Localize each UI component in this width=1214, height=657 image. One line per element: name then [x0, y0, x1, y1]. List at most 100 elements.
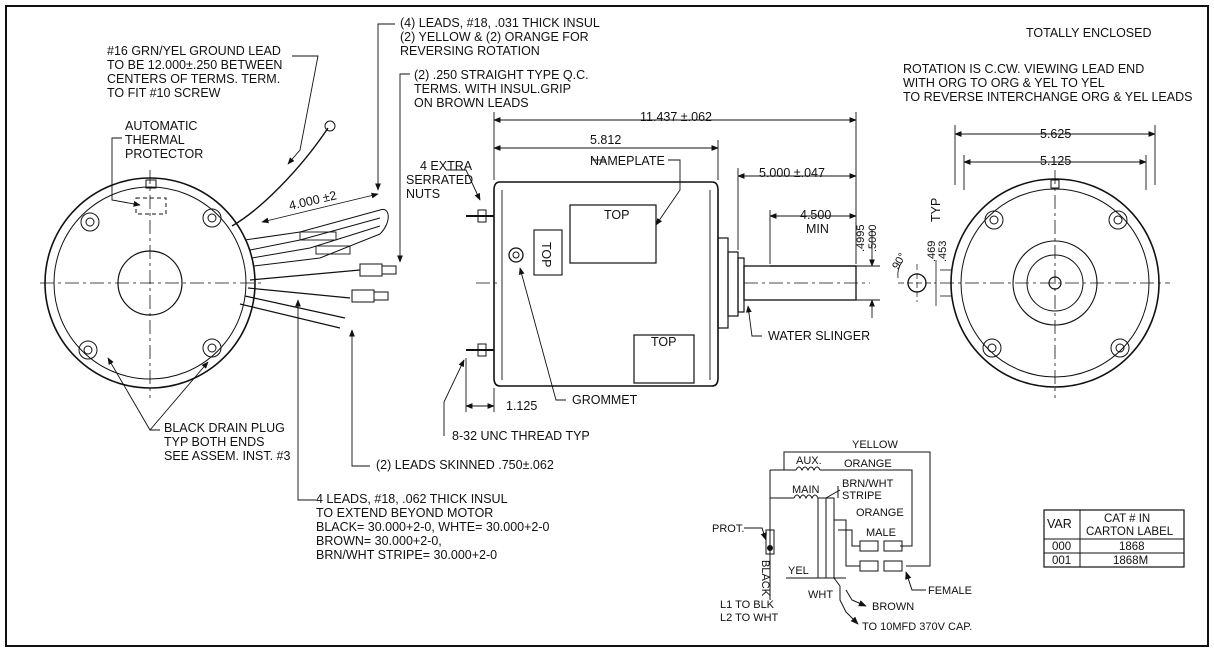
- svg-text:(2) YELLOW & (2) ORANGE FOR: (2) YELLOW & (2) ORANGE FOR: [400, 30, 589, 44]
- svg-text:REVERSING ROTATION: REVERSING ROTATION: [400, 44, 540, 58]
- mount-ear-rt-br: [1110, 338, 1130, 358]
- mount-ear-rt-bl: [982, 338, 1002, 358]
- svg-text:4 LEADS, #18, .062 THICK INSUL: 4 LEADS, #18, .062 THICK INSUL: [316, 492, 508, 506]
- note-totally-enclosed: TOTALLY ENCLOSED: [1026, 26, 1152, 40]
- wire-main: MAIN: [792, 484, 820, 496]
- svg-text:#16 GRN/YEL GROUND LEAD: #16 GRN/YEL GROUND LEAD: [107, 44, 281, 58]
- svg-text:SERRATED: SERRATED: [406, 173, 473, 187]
- table-header-carton: CARTON LABEL: [1086, 526, 1174, 538]
- dim-end-outer: 5.625: [1040, 127, 1071, 141]
- dim-min-label: MIN: [806, 222, 829, 236]
- table-row-0-cat: 1868: [1119, 541, 1145, 553]
- wire-aux: AUX.: [796, 455, 822, 467]
- lead-length-dim: 4.000 ±2: [261, 188, 379, 224]
- svg-text:TO FIT #10 SCREW: TO FIT #10 SCREW: [107, 86, 221, 100]
- svg-text:BRN/WHT STRIPE= 30.000+2-0: BRN/WHT STRIPE= 30.000+2-0: [316, 548, 497, 562]
- svg-text:TYP BOTH ENDS: TYP BOTH ENDS: [164, 435, 264, 449]
- callout-thread: 8-32 UNC THREAD TYP: [452, 429, 590, 443]
- table-row-1-var: 001: [1052, 555, 1071, 567]
- wire-orange: ORANGE: [844, 458, 892, 470]
- mount-ear-br: [202, 338, 222, 358]
- wire-female: FEMALE: [928, 585, 972, 597]
- dim-end-inner: 5.125: [1040, 154, 1071, 168]
- table-row-1-cat: 1868M: [1113, 555, 1148, 567]
- dim-dia2: .5000: [867, 224, 879, 252]
- grommet-shape: [508, 247, 524, 263]
- callout-ground-lead: #16 GRN/YEL GROUND LEAD TO BE 12.000±.25…: [107, 44, 282, 100]
- mount-ear-rt-tl: [984, 210, 1004, 230]
- dim-shaft: 5.000 ±.047: [759, 166, 825, 180]
- top-box-bottom: [633, 334, 695, 384]
- callout-thermal: AUTOMATIC THERMAL PROTECTOR: [125, 119, 203, 161]
- svg-text:NUTS: NUTS: [406, 187, 440, 201]
- table-row-0-var: 000: [1052, 541, 1071, 553]
- wire-cap: TO 10MFD 370V CAP.: [862, 621, 972, 633]
- wire-wht: WHT: [808, 589, 833, 601]
- svg-text:4 EXTRA: 4 EXTRA: [420, 159, 473, 173]
- svg-text:PROTECTOR: PROTECTOR: [125, 147, 203, 161]
- table-header-var: VAR: [1047, 517, 1072, 531]
- svg-text:BLACK DRAIN PLUG: BLACK DRAIN PLUG: [164, 421, 285, 435]
- svg-text:BLACK= 30.000+2-0, WHTE= 30.00: BLACK= 30.000+2-0, WHTE= 30.000+2-0: [316, 520, 550, 534]
- svg-text:(2) .250 STRAIGHT TYPE Q.C.: (2) .250 STRAIGHT TYPE Q.C.: [414, 68, 589, 82]
- lead-length-label: 4.000 ±2: [288, 188, 339, 213]
- dim-flat1: .469: [926, 241, 938, 262]
- callout-leads-skinned: (2) LEADS SKINNED .750±.062: [376, 458, 554, 472]
- wiring-diagram: [744, 451, 931, 625]
- typ-label: TYP: [929, 198, 943, 222]
- callout-serrated: 4 EXTRA SERRATED NUTS: [406, 159, 473, 201]
- wire-l1: L1 TO BLK: [720, 599, 775, 611]
- svg-text:ON BROWN LEADS: ON BROWN LEADS: [414, 96, 529, 110]
- motor-side-view: [466, 181, 870, 387]
- lower-top-label: TOP: [651, 335, 676, 349]
- callout-water-slinger: WATER SLINGER: [768, 329, 870, 343]
- wire-brown: BROWN: [872, 601, 914, 613]
- left-end-view: [40, 120, 397, 398]
- leader-lines: [107, 23, 762, 501]
- dim-shaft-min: 4.500: [800, 208, 831, 222]
- svg-text:BROWN= 30.000+2-0,: BROWN= 30.000+2-0,: [316, 534, 442, 548]
- svg-text:TO EXTEND BEYOND MOTOR: TO EXTEND BEYOND MOTOR: [316, 506, 493, 520]
- nameplate-top-label: TOP: [604, 208, 629, 222]
- wire-orange2: ORANGE: [856, 507, 904, 519]
- right-end-view: [940, 125, 1170, 398]
- mount-ear-tl: [80, 212, 100, 232]
- svg-text:TOTALLY ENCLOSED: TOTALLY ENCLOSED: [1026, 26, 1152, 40]
- mount-ear-rt-tr: [1108, 210, 1128, 230]
- callout-grommet: GROMMET: [572, 393, 638, 407]
- wire-male: MALE: [866, 527, 896, 539]
- mount-ear-bl: [78, 340, 98, 360]
- thermal-protector-outline: [135, 197, 167, 215]
- callout-leads-031: (4) LEADS, #18, .031 THICK INSUL (2) YEL…: [400, 16, 600, 58]
- callout-leads-062: 4 LEADS, #18, .062 THICK INSUL TO EXTEND…: [316, 492, 550, 562]
- svg-text:(4) LEADS, #18, .031 THICK INS: (4) LEADS, #18, .031 THICK INSUL: [400, 16, 600, 30]
- dim-angle: 90°: [890, 251, 909, 271]
- dim-stud: 1.125: [506, 399, 537, 413]
- svg-text:THERMAL: THERMAL: [125, 133, 185, 147]
- wire-yellow: YELLOW: [852, 439, 898, 451]
- dim-overall: 11.437 ±.062: [640, 110, 712, 124]
- wire-yel: YEL: [788, 565, 809, 577]
- wire-brn-wht-1: BRN/WHT: [842, 478, 894, 490]
- shaft-section: [897, 260, 952, 306]
- wire-black: BLACK: [759, 560, 771, 597]
- wire-l2: L2 TO WHT: [720, 612, 779, 624]
- var-table: [1043, 509, 1185, 568]
- nameplate-box: [569, 204, 657, 264]
- wire-prot: PROT.: [712, 523, 744, 535]
- sheet-border: [5, 5, 1209, 647]
- table-header-cat: CAT # IN: [1104, 513, 1150, 525]
- callout-qc-terms: (2) .250 STRAIGHT TYPE Q.C. TERMS. WITH …: [414, 68, 589, 110]
- dim-dia1: .4995: [855, 224, 867, 252]
- wire-brn-wht-2: STRIPE: [842, 490, 882, 502]
- rotated-top-label: TOP: [539, 242, 553, 267]
- dimension-lines: [465, 112, 880, 412]
- dim-flat2: .453: [937, 241, 949, 262]
- callout-nameplate: NAMEPLATE: [590, 154, 665, 168]
- dim-body: 5.812: [590, 133, 621, 147]
- svg-text:TERMS. WITH INSUL.GRIP: TERMS. WITH INSUL.GRIP: [414, 82, 571, 96]
- top-box-rotated: [533, 229, 563, 276]
- mount-ear-tr: [202, 208, 222, 228]
- svg-text:SEE ASSEM. INST. #3: SEE ASSEM. INST. #3: [164, 449, 290, 463]
